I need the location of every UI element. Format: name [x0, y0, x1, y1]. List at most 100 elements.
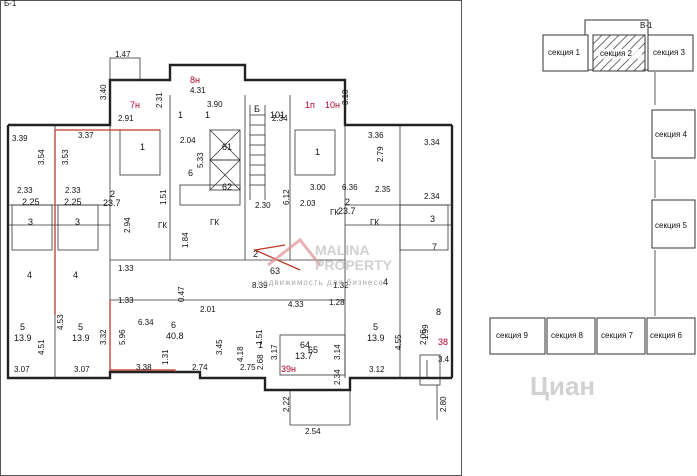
- room-number: 5: [20, 322, 25, 332]
- svg-text:3.37: 3.37: [78, 131, 94, 140]
- room-number: 1: [205, 110, 210, 120]
- section-1: секция 1: [542, 34, 589, 72]
- svg-text:секция 3: секция 3: [653, 48, 686, 57]
- room-number: 101: [270, 110, 285, 120]
- svg-text:3.10: 3.10: [341, 89, 350, 105]
- room-number: 2: [345, 197, 350, 207]
- svg-text:MALINA: MALINA: [315, 242, 369, 258]
- svg-text:3.07: 3.07: [14, 365, 30, 374]
- section-2-highlighted: секция 2: [592, 34, 646, 72]
- svg-text:секция 5: секция 5: [655, 221, 688, 230]
- svg-text:2.34: 2.34: [424, 192, 440, 201]
- svg-text:3.34: 3.34: [424, 138, 440, 147]
- room-area: 13.9: [72, 333, 90, 343]
- header-fragment: Б-1: [4, 0, 17, 8]
- premise-label: 8н: [190, 75, 200, 85]
- svg-text:3.40: 3.40: [99, 84, 108, 100]
- section-7: секция 7: [596, 317, 646, 355]
- svg-text:6.34: 6.34: [138, 318, 154, 327]
- svg-text:секция 6: секция 6: [650, 331, 683, 340]
- section-6: секция 6: [646, 317, 696, 355]
- room-area: 13.9: [367, 333, 385, 343]
- interior-walls: [8, 95, 452, 386]
- room-number: 62: [222, 182, 232, 192]
- svg-text:2.33: 2.33: [17, 186, 33, 195]
- dimension-labels: 1.47 3.40 2.31 4.31 3.90 3.10 2.91 3.37 …: [12, 50, 450, 436]
- room-number: 5: [78, 322, 83, 332]
- svg-text:2.03: 2.03: [300, 199, 316, 208]
- svg-text:2.80: 2.80: [439, 396, 448, 412]
- svg-text:2.68: 2.68: [256, 354, 265, 370]
- svg-text:1.51: 1.51: [255, 329, 264, 345]
- svg-text:2.34: 2.34: [272, 114, 288, 123]
- svg-text:2.34: 2.34: [333, 369, 342, 385]
- building-label: В-1: [640, 21, 653, 30]
- svg-text:2.35: 2.35: [375, 185, 391, 194]
- svg-text:3.90: 3.90: [207, 100, 223, 109]
- svg-text:4.55: 4.55: [394, 334, 403, 350]
- svg-text:1.33: 1.33: [118, 296, 134, 305]
- premise-label: 38: [438, 337, 448, 347]
- room-number: 8: [436, 307, 441, 317]
- svg-text:секция 1: секция 1: [548, 48, 581, 57]
- room-number: 2: [253, 249, 258, 259]
- room-number: 1: [258, 340, 263, 350]
- room-labels: 1 1 1 1 1 2 23.7 2 23.7 2 3 2.25 3 2.25 …: [14, 104, 441, 361]
- premise-label: 39н: [281, 364, 296, 374]
- room-number: 1: [178, 110, 183, 120]
- room-area: 23.7: [338, 206, 356, 216]
- svg-text:5.96: 5.96: [118, 329, 127, 345]
- svg-text:2.75: 2.75: [240, 363, 256, 372]
- room-number: 63: [270, 266, 280, 276]
- room-number: 3: [430, 214, 435, 224]
- room-number: 64: [300, 340, 310, 350]
- svg-text:2.30: 2.30: [255, 201, 271, 210]
- svg-text:6.36: 6.36: [342, 183, 358, 192]
- room-area: 23.7: [103, 198, 121, 208]
- svg-text:2.33: 2.33: [65, 186, 81, 195]
- svg-text:1.84: 1.84: [181, 232, 190, 248]
- svg-text:3.36: 3.36: [368, 131, 384, 140]
- svg-text:3.00: 3.00: [310, 183, 326, 192]
- room-area: 40.8: [166, 331, 184, 341]
- svg-text:2.22: 2.22: [282, 396, 291, 412]
- premise-codes: 7н 8н 1п 10н 39н 38: [130, 75, 448, 374]
- svg-text:Циан: Циан: [530, 371, 595, 401]
- svg-text:3.4: 3.4: [438, 355, 450, 364]
- utility-labels: ГК ГК ГК ГК: [158, 208, 379, 230]
- svg-text:2.54: 2.54: [305, 427, 321, 436]
- svg-text:3.07: 3.07: [74, 365, 90, 374]
- stair-label: Б: [254, 104, 260, 114]
- svg-text:секция 8: секция 8: [551, 331, 584, 340]
- svg-text:1.32: 1.32: [333, 281, 349, 290]
- room-area: 13.9: [14, 333, 32, 343]
- key-plan: В-1 секция 1 секция 2 секция 3 секция 4 …: [489, 19, 696, 355]
- room-number: 5: [373, 322, 378, 332]
- svg-text:секция 9: секция 9: [496, 331, 529, 340]
- section-8: секция 8: [546, 317, 596, 355]
- room-number: 1: [315, 147, 320, 157]
- room-number: 4: [73, 270, 78, 280]
- svg-text:1.99: 1.99: [421, 324, 430, 340]
- room-area: 2.25: [22, 197, 40, 207]
- svg-text:1.47: 1.47: [115, 50, 131, 59]
- svg-text:недвижимость для бизнеса: недвижимость для бизнеса: [258, 278, 384, 287]
- exterior-walls: [6, 57, 454, 392]
- section-3: секция 3: [647, 34, 694, 72]
- section-5: секция 5: [651, 199, 696, 249]
- svg-text:4.33: 4.33: [288, 300, 304, 309]
- svg-text:2.74: 2.74: [192, 363, 208, 372]
- svg-text:5.33: 5.33: [196, 152, 205, 168]
- svg-text:1.28: 1.28: [329, 298, 345, 307]
- premise-label: 10н: [325, 100, 340, 110]
- svg-text:секция 2: секция 2: [600, 49, 633, 58]
- svg-text:2.79: 2.79: [376, 146, 385, 162]
- svg-text:1.31: 1.31: [161, 349, 170, 365]
- svg-text:6.12: 6.12: [282, 189, 291, 205]
- room-area: 13.7: [295, 351, 313, 361]
- svg-text:1.51: 1.51: [159, 189, 168, 205]
- section-9: секция 9: [489, 317, 546, 355]
- room-number: 3: [75, 217, 80, 227]
- premise-label: 7н: [130, 100, 140, 110]
